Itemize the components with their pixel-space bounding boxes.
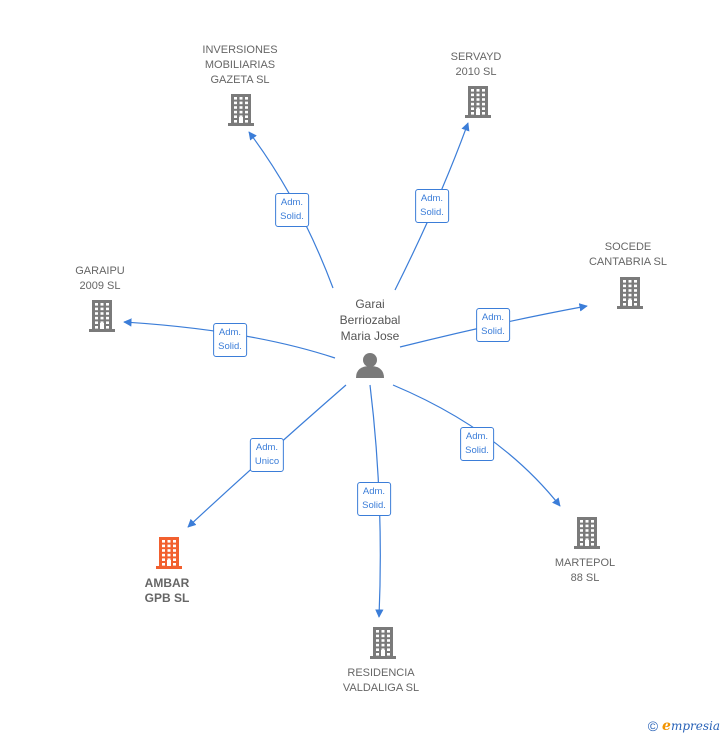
edge-label-garaipu[interactable]: Adm. Solid. (213, 323, 247, 357)
company-label-servayd[interactable]: SERVAYD 2010 SL (396, 50, 556, 80)
edge-label-socede[interactable]: Adm. Solid. (476, 308, 510, 342)
center-person-name-line: Berriozabal (339, 313, 401, 327)
person-icon (356, 353, 384, 378)
building-icon (574, 517, 600, 549)
building-icon (465, 86, 491, 118)
company-label-ambar-line: AMBAR (144, 576, 190, 590)
company-label-residencia[interactable]: RESIDENCIA VALDALIGA SL (301, 666, 461, 696)
building-icon (617, 277, 643, 309)
building-icon (89, 300, 115, 332)
center-person-name-line: Garai (355, 297, 385, 311)
company-label-residencia-line: RESIDENCIA (347, 667, 415, 679)
building-icon (156, 537, 182, 569)
company-label-martepol-line: MARTEPOL (554, 557, 616, 569)
edge-label-ambar[interactable]: Adm. Unico (249, 438, 285, 472)
company-label-inversiones[interactable]: INVERSIONES MOBILIARIAS GAZETA SL (160, 43, 320, 88)
company-label-inversiones-line: GAZETA SL (210, 74, 270, 86)
edge-label-line: Solid. (481, 326, 505, 337)
edge-label-line: Adm. (481, 312, 505, 323)
company-label-martepol[interactable]: MARTEPOL 88 SL (505, 556, 665, 586)
copyright-icon: © (647, 718, 659, 734)
edge-label-martepol[interactable]: Adm. Solid. (460, 427, 494, 461)
edge-label-line: Solid. (420, 207, 444, 218)
edge-label-residencia[interactable]: Adm. Solid. (357, 482, 391, 516)
edge-label-line: Solid. (280, 211, 304, 222)
company-label-socede[interactable]: SOCEDE CANTABRIA SL (548, 240, 708, 270)
company-label-garaipu[interactable]: GARAIPU 2009 SL (20, 264, 180, 294)
edge-label-line: Unico (254, 456, 280, 467)
center-person-name-line: Maria Jose (340, 329, 400, 343)
company-label-socede-line: CANTABRIA SL (588, 256, 668, 268)
edge-label-line: Adm. (465, 431, 489, 442)
company-label-inversiones-line: MOBILIARIAS (204, 59, 276, 71)
edge-label-servayd[interactable]: Adm. Solid. (415, 189, 449, 223)
company-label-socede-line: SOCEDE (604, 241, 652, 253)
company-label-inversiones-line: INVERSIONES (202, 44, 278, 56)
edge-label-line: Solid. (465, 445, 489, 456)
edge-label-line: Solid. (218, 341, 242, 352)
company-label-ambar-line: GPB SL (144, 591, 190, 605)
edge-label-line: Adm. (218, 327, 242, 338)
edge-label-line: Adm. (255, 442, 279, 453)
company-label-residencia-line: VALDALIGA SL (342, 682, 420, 694)
company-label-martepol-line: 88 SL (570, 572, 600, 584)
company-label-garaipu-line: GARAIPU (75, 265, 125, 277)
footer-brand: © empresia (648, 718, 720, 734)
edge-label-inversiones[interactable]: Adm. Solid. (275, 193, 309, 227)
company-label-servayd-line: 2010 SL (455, 66, 497, 78)
edge-label-line: Solid. (362, 500, 386, 511)
edge-label-line: Adm. (362, 486, 386, 497)
company-label-servayd-line: SERVAYD (450, 51, 502, 63)
edge-label-line: Adm. (420, 193, 444, 204)
building-icon (228, 94, 254, 126)
building-icon (370, 627, 396, 659)
brand-name: empresia (662, 718, 720, 734)
edge-label-line: Adm. (280, 197, 304, 208)
company-label-garaipu-line: 2009 SL (79, 280, 121, 292)
